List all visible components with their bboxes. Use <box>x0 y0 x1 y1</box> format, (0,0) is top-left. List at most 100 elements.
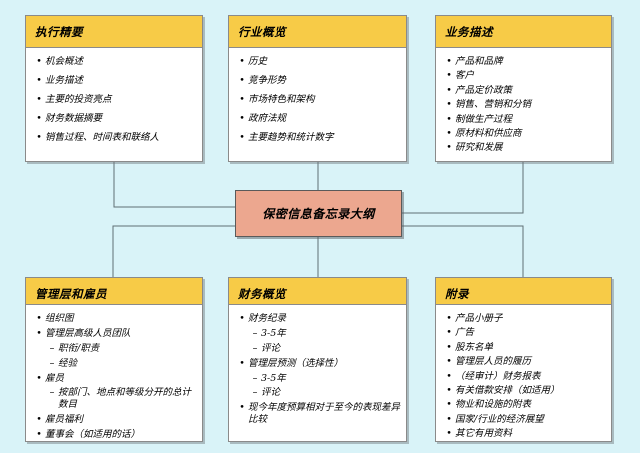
outline-item: –3-5年 <box>236 373 401 385</box>
outline-item-text: 销售、营销和分销 <box>455 99 532 111</box>
node-industry-overview[interactable]: 行业概览 •历史•竞争形势•市场特色和架构•政府法规•主要趋势和统计数字 <box>228 15 407 162</box>
node-header: 执行精要 <box>26 16 202 48</box>
outline-item-text: 股东名单 <box>455 341 494 353</box>
node-appendix[interactable]: 附录 •产品小册子•广告•股东名单•管理层人员的履历•（经审计）财务报表•有关借… <box>435 277 612 442</box>
bullet-icon: • <box>446 384 452 396</box>
node-executive-summary[interactable]: 执行精要 •机会概述•业务描述•主要的投资亮点•财务数据摘要•销售过程、时间表和… <box>25 15 203 162</box>
bullet-icon: • <box>446 399 452 411</box>
outline-item: •机会概述 <box>33 56 197 68</box>
outline-item: –按部门、地点和等级分开的总计数目 <box>33 387 197 411</box>
bullet-icon: • <box>446 127 452 139</box>
dash-icon: – <box>252 387 258 399</box>
outline-item-text: 现今年度预算相对于至今的表现差异比较 <box>248 402 401 426</box>
outline-item-text: 主要趋势和统计数字 <box>248 131 334 143</box>
node-body: •产品和品牌•客户•产品定价政策•销售、营销和分销•制做生产过程•原材料和供应商… <box>436 48 611 159</box>
outline-item-text: 董事会（如适用的话） <box>45 429 141 440</box>
outline-item: •业务描述 <box>33 75 197 87</box>
outline-item: •管理层人员的履历 <box>443 356 606 368</box>
outline-item-text: 财务纪录 <box>248 313 287 324</box>
bullet-icon: • <box>36 313 42 324</box>
outline-item-text: 其它有用资料 <box>455 428 513 439</box>
node-body: •财务纪录–3-5年–评论•管理层预测（选择性）–3-5年–评论•现今年度预算相… <box>229 305 406 431</box>
outline-item: •（经审计）财务报表 <box>443 371 606 383</box>
connector-line <box>113 162 235 208</box>
outline-item: –3-5年 <box>236 328 401 340</box>
node-business-description[interactable]: 业务描述 •产品和品牌•客户•产品定价政策•销售、营销和分销•制做生产过程•原材… <box>435 15 612 162</box>
outline-item-text: 物业和设施的附表 <box>455 399 532 411</box>
outline-item: •客户 <box>443 70 606 82</box>
dash-icon: – <box>252 327 258 339</box>
outline-item-text: 3-5年 <box>261 372 286 384</box>
outline-item-text: 原材料和供应商 <box>455 127 522 139</box>
bullet-icon: • <box>446 327 452 339</box>
node-title: 行业概览 <box>238 25 286 39</box>
bullet-icon: • <box>446 370 452 382</box>
outline-item: •股东名单 <box>443 342 606 354</box>
node-central-topic[interactable]: 保密信息备忘录大纲 <box>235 190 402 237</box>
outline-item: •主要趋势和统计数字 <box>236 132 401 144</box>
connector-line <box>402 225 524 277</box>
outline-item-text: 评论 <box>261 342 281 354</box>
outline-item: •董事会（如适用的话） <box>33 429 197 441</box>
dash-icon: – <box>252 342 258 354</box>
node-financial-overview[interactable]: 财务概览 •财务纪录–3-5年–评论•管理层预测（选择性）–3-5年–评论•现今… <box>228 277 407 442</box>
outline-item: •主要的投资亮点 <box>33 94 197 106</box>
bullet-icon: • <box>36 327 42 339</box>
bullet-icon: • <box>446 313 452 324</box>
outline-item-text: 竞争形势 <box>248 74 287 86</box>
outline-item: •物业和设施的附表 <box>443 399 606 411</box>
bullet-icon: • <box>446 413 452 425</box>
outline-item-text: 广告 <box>455 327 475 339</box>
outline-item: •政府法规 <box>236 113 401 125</box>
outline-item: •管理层高级人员团队 <box>33 328 197 340</box>
node-header: 行业概览 <box>229 16 406 48</box>
outline-item-text: 市场特色和架构 <box>248 93 315 105</box>
node-header: 业务描述 <box>436 16 611 48</box>
bullet-icon: • <box>239 93 245 105</box>
outline-item: •国家/行业的经济展望 <box>443 414 606 426</box>
outline-item-text: 职衔/职责 <box>58 342 100 354</box>
outline-item: •雇员 <box>33 373 197 385</box>
bullet-icon: • <box>36 112 42 124</box>
outline-item-text: 按部门、地点和等级分开的总计数目 <box>58 387 192 411</box>
node-title: 管理层和雇员 <box>35 287 107 301</box>
bullet-icon: • <box>446 99 452 111</box>
bullet-icon: • <box>36 74 42 86</box>
outline-item-text: 雇员福利 <box>45 414 84 426</box>
node-management-and-employees[interactable]: 管理层和雇员 •组织图•管理层高级人员团队–职衔/职责–经验•雇员–按部门、地点… <box>25 277 203 442</box>
outline-item: •管理层预测（选择性） <box>236 358 401 370</box>
node-body: •历史•竞争形势•市场特色和架构•政府法规•主要趋势和统计数字 <box>229 48 406 152</box>
bullet-icon: • <box>36 429 42 440</box>
outline-item-text: （经审计）财务报表 <box>455 370 541 382</box>
outline-item-text: 管理层高级人员团队 <box>45 327 131 339</box>
outline-item: •原材料和供应商 <box>443 128 606 140</box>
node-body: •机会概述•业务描述•主要的投资亮点•财务数据摘要•销售过程、时间表和联络人 <box>26 48 202 152</box>
bullet-icon: • <box>239 402 245 414</box>
outline-item: •财务数据摘要 <box>33 113 197 125</box>
outline-item: •产品和品牌 <box>443 56 606 68</box>
node-body: •产品小册子•广告•股东名单•管理层人员的履历•（经审计）财务报表•有关借款安排… <box>436 305 611 444</box>
outline-item-text: 3-5年 <box>261 327 286 339</box>
dash-icon: – <box>49 357 55 369</box>
outline-item: –评论 <box>236 387 401 399</box>
bullet-icon: • <box>239 56 245 67</box>
outline-item: •市场特色和架构 <box>236 94 401 106</box>
outline-item-text: 客户 <box>455 70 475 82</box>
bullet-icon: • <box>36 414 42 426</box>
outline-item-text: 机会概述 <box>45 56 84 67</box>
outline-item-text: 有关借款安排（如适用） <box>455 384 560 396</box>
node-title: 财务概览 <box>238 287 286 301</box>
outline-item: •财务纪录 <box>236 313 401 325</box>
outline-item: •产品小册子 <box>443 313 606 325</box>
outline-item-text: 研究和发展 <box>455 142 503 154</box>
outline-item: •雇员福利 <box>33 414 197 426</box>
bullet-icon: • <box>36 93 42 105</box>
outline-item: •销售过程、时间表和联络人 <box>33 132 197 144</box>
bullet-icon: • <box>446 70 452 82</box>
outline-item: •制做生产过程 <box>443 114 606 126</box>
node-title: 业务描述 <box>445 25 493 39</box>
dash-icon: – <box>252 372 258 384</box>
outline-item: •产品定价政策 <box>443 85 606 97</box>
outline-item: –评论 <box>236 343 401 355</box>
